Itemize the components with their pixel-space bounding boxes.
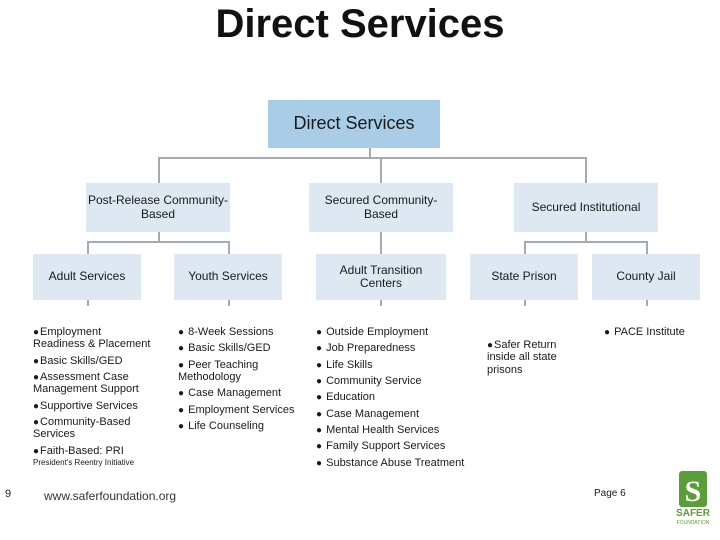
- state-prison-list: ●Safer Return inside all state prisons: [487, 339, 569, 380]
- list-item: ● 8-Week Sessions: [178, 326, 274, 338]
- list-item: ●Safer Return inside all state prisons: [487, 339, 557, 376]
- list-item: ● Outside Employment: [316, 326, 429, 338]
- logo-subtext: FOUNDATION: [677, 520, 710, 526]
- list-item: ● Job Preparedness: [316, 342, 416, 355]
- adult-transition-centers-list: ● Outside Employment ● Job Preparedness …: [316, 326, 466, 473]
- county-jail-list: ● PACE Institute: [604, 326, 714, 342]
- list-item: ● Peer Teaching Methodology: [178, 358, 259, 383]
- connector: [380, 232, 382, 254]
- connector: [228, 241, 230, 254]
- node-state-prison: State Prison: [470, 254, 578, 300]
- slide-number: 9: [5, 488, 12, 500]
- page-number: Page 6: [594, 488, 626, 499]
- list-item: ● Case Management: [316, 407, 420, 420]
- list-item: ●Community-Based Services: [33, 415, 131, 441]
- list-item: ● Substance Abuse Treatment: [316, 456, 465, 469]
- list-item: ●Faith-Based: PRI: [33, 444, 124, 457]
- list-item: ● Family Support Services: [316, 440, 446, 453]
- connector: [158, 232, 160, 242]
- list-item: ●Employment Readiness & Placement: [33, 326, 151, 351]
- connector: [585, 157, 587, 183]
- list-item: ●Assessment Case Management Support: [33, 370, 139, 396]
- page-title: Direct Services: [215, 2, 505, 46]
- connector: [87, 241, 89, 254]
- footer-url[interactable]: www.saferfoundation.org: [44, 489, 177, 503]
- adult-services-list: ●Employment Readiness & Placement ●Basic…: [33, 326, 153, 468]
- root-node-direct-services: Direct Services: [268, 100, 440, 148]
- connector: [228, 300, 230, 306]
- list-item: ● Education: [316, 391, 376, 404]
- node-county-jail: County Jail: [592, 254, 700, 300]
- node-post-release-community-based: Post-Release Community-Based: [86, 183, 230, 232]
- node-secured-community-based: Secured Community-Based: [309, 183, 453, 232]
- list-item: ●Basic Skills/GED: [33, 354, 123, 367]
- list-item: ● Community Service: [316, 374, 422, 387]
- connector: [524, 241, 647, 243]
- connector: [646, 300, 648, 306]
- list-item: ● Mental Health Services: [316, 423, 440, 436]
- connector: [380, 300, 382, 306]
- connector: [158, 157, 160, 183]
- connector: [87, 241, 229, 243]
- pri-note: President's Reentry Initiative: [33, 457, 135, 467]
- list-item: ● Case Management: [178, 387, 282, 400]
- safer-logo-icon: S SAFER FOUNDATION: [676, 471, 711, 526]
- list-item: ●Supportive Services: [33, 399, 138, 412]
- logo-text: SAFER: [676, 508, 711, 519]
- connector: [380, 157, 382, 183]
- list-item: ● Life Skills: [316, 358, 373, 371]
- node-adult-services: Adult Services: [33, 254, 141, 300]
- connector: [524, 241, 526, 254]
- node-secured-institutional: Secured Institutional: [514, 183, 658, 232]
- connector: [158, 157, 586, 159]
- connector: [87, 300, 89, 306]
- list-item: ● Employment Services: [178, 403, 295, 416]
- connector: [369, 148, 371, 158]
- connector: [524, 300, 526, 306]
- svg-text:S: S: [685, 475, 702, 508]
- node-youth-services: Youth Services: [174, 254, 282, 300]
- safer-foundation-logo: S SAFER FOUNDATION: [670, 470, 716, 532]
- youth-services-list: ● 8-Week Sessions ● Basic Skills/GED ● P…: [178, 326, 298, 436]
- connector: [646, 241, 648, 254]
- connector: [585, 232, 587, 242]
- list-item: ● Life Counseling: [178, 419, 264, 432]
- list-item: ● PACE Institute: [604, 326, 685, 338]
- list-item: ● Basic Skills/GED: [178, 342, 271, 355]
- node-adult-transition-centers: Adult Transition Centers: [316, 254, 446, 300]
